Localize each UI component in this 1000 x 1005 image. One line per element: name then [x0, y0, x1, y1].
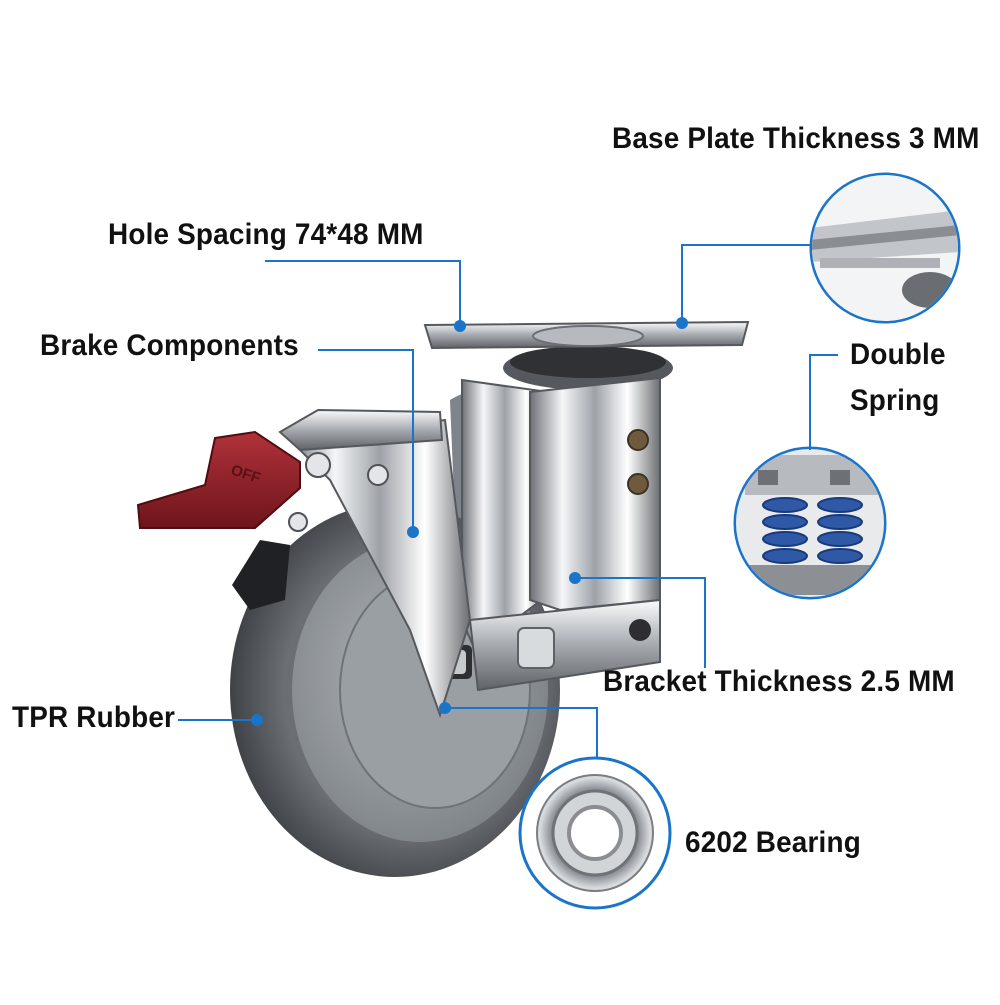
brake-pedal — [136, 430, 301, 529]
brake-pivot — [305, 452, 331, 478]
label-tpr-rubber: TPR Rubber — [12, 701, 176, 734]
label-hole-spacing: Hole Spacing 74*48 MM — [108, 218, 424, 251]
callout-dot-icon — [676, 317, 688, 329]
swivel-ring-top — [510, 346, 666, 378]
label-double-spring-line2: Spring — [850, 384, 940, 417]
callout-dots — [251, 317, 688, 726]
label-6202-bearing: 6202 Bearing — [685, 826, 861, 859]
zoom-lens-icon — [809, 172, 961, 324]
caster-wheel-illustration: OFF — [136, 320, 750, 877]
callout-dot-icon — [454, 320, 466, 332]
leader-double-spring — [809, 354, 838, 450]
brake-rivet — [367, 464, 389, 486]
yoke-bolt — [517, 627, 555, 669]
base-plate-center — [532, 325, 644, 347]
bracket-yoke — [468, 598, 661, 692]
fork-arm — [287, 418, 472, 719]
leader-base-plate — [681, 244, 812, 323]
yoke-screw — [629, 619, 651, 641]
leader-brake — [318, 349, 414, 532]
callout-dot-icon — [569, 572, 581, 584]
callout-dot-icon — [251, 714, 263, 726]
label-brake-components: Brake Components — [40, 329, 299, 362]
callout-dot-icon — [407, 526, 419, 538]
leader-bearing — [445, 707, 598, 758]
bearing-illustration — [518, 756, 672, 910]
brake-lever — [232, 540, 290, 610]
brake-rivet-lower — [288, 512, 308, 532]
spring-illustration — [733, 446, 887, 600]
callout-dot-icon — [439, 702, 451, 714]
label-double-spring-line1: Double — [850, 338, 946, 371]
leader-bracket — [575, 577, 706, 668]
label-bracket-thickness: Bracket Thickness 2.5 MM — [603, 665, 955, 698]
leader-hole-spacing — [265, 260, 461, 326]
brake-cover — [278, 408, 444, 452]
label-base-plate-thickness: Base Plate Thickness 3 MM — [612, 122, 980, 155]
leader-lines — [178, 244, 838, 758]
rivet-bottom — [627, 473, 649, 495]
rivet-top — [627, 429, 649, 451]
